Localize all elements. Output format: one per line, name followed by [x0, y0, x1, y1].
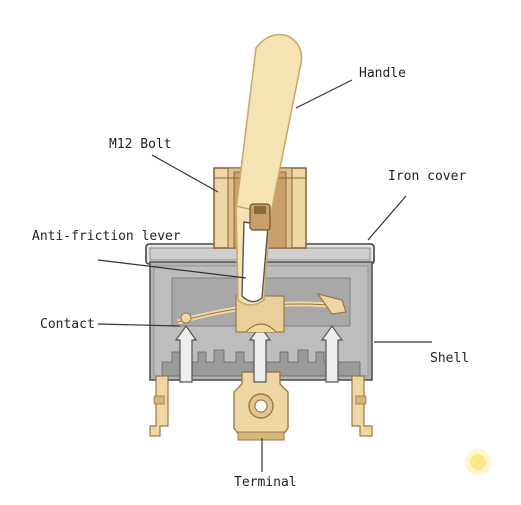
- label-terminal: Terminal: [234, 475, 297, 490]
- label-iron-cover: Iron cover: [388, 169, 466, 184]
- label-bolt: M12 Bolt: [109, 137, 172, 152]
- label-contact: Contact: [40, 317, 95, 332]
- glow-decoration: [465, 449, 491, 475]
- leader-lever: [97, 259, 247, 279]
- leader-handle: [295, 79, 353, 109]
- terminals: [149, 371, 373, 441]
- labels: Handle M12 Bolt Iron cover Anti-friction…: [32, 66, 469, 490]
- handle: [235, 33, 303, 306]
- leader-lines: [97, 79, 432, 472]
- label-lever: Anti-friction lever: [32, 229, 181, 244]
- contacts: [174, 324, 344, 383]
- label-shell: Shell: [430, 351, 469, 366]
- label-handle: Handle: [359, 66, 406, 81]
- leader-cover: [367, 195, 407, 241]
- leader-bolt: [151, 154, 219, 193]
- leader-contact: [97, 323, 181, 327]
